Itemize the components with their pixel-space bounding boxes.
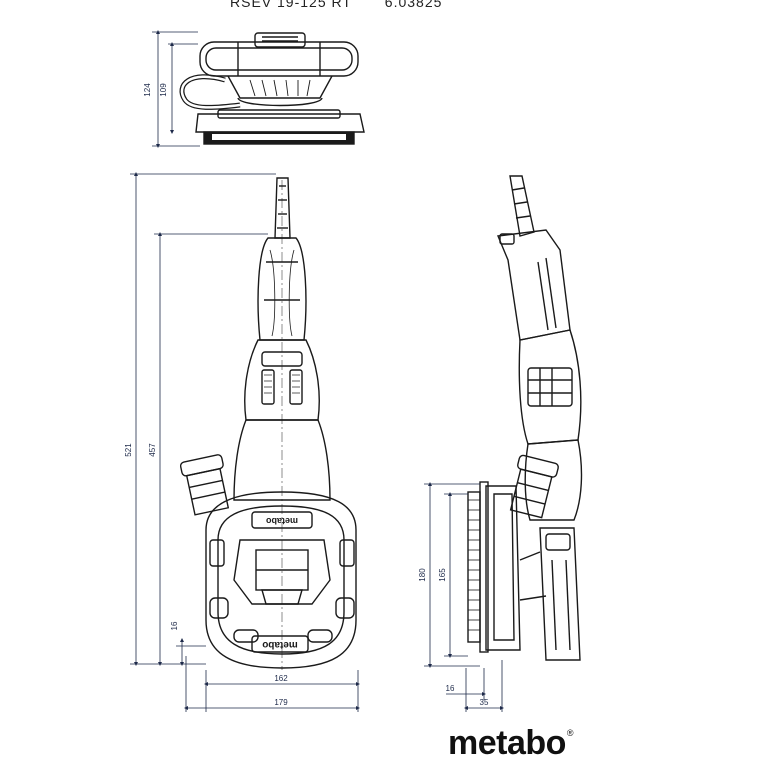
side-view-dimensions	[424, 482, 504, 712]
dim-side-disc-height: 165	[438, 568, 447, 582]
dim-side-depth: 35	[480, 698, 489, 707]
trademark-symbol: ®	[566, 728, 574, 738]
dim-front-overall-height: 521	[124, 443, 133, 457]
guard-brand-label-top: metabo	[266, 516, 299, 526]
front-view	[179, 177, 357, 670]
model-name: RSEV 19-125 RT	[230, 0, 352, 10]
dim-front-guard-width: 162	[274, 674, 288, 683]
front-view-dimensions	[130, 172, 360, 712]
logo-text: metabo	[448, 724, 566, 762]
top-view	[179, 32, 365, 145]
dim-side-guard-height: 180	[418, 568, 427, 582]
top-view-dimensions	[152, 30, 200, 148]
dim-front-overall-width: 179	[274, 698, 288, 707]
dim-front-body-height: 457	[148, 443, 157, 457]
dim-front-bottom-offset: 16	[170, 621, 179, 630]
article-number: 6.03825	[384, 0, 443, 10]
dim-top-overall: 124	[143, 83, 152, 97]
dim-top-body: 109	[159, 83, 168, 97]
side-view	[467, 175, 583, 661]
metabo-logo: metabo®	[448, 724, 574, 763]
guard-brand-label-bottom: metabo	[262, 639, 298, 650]
drawing-header: RSEV 19-125 RT 6.03825	[230, 0, 470, 10]
dim-side-depth-small: 16	[446, 684, 455, 693]
